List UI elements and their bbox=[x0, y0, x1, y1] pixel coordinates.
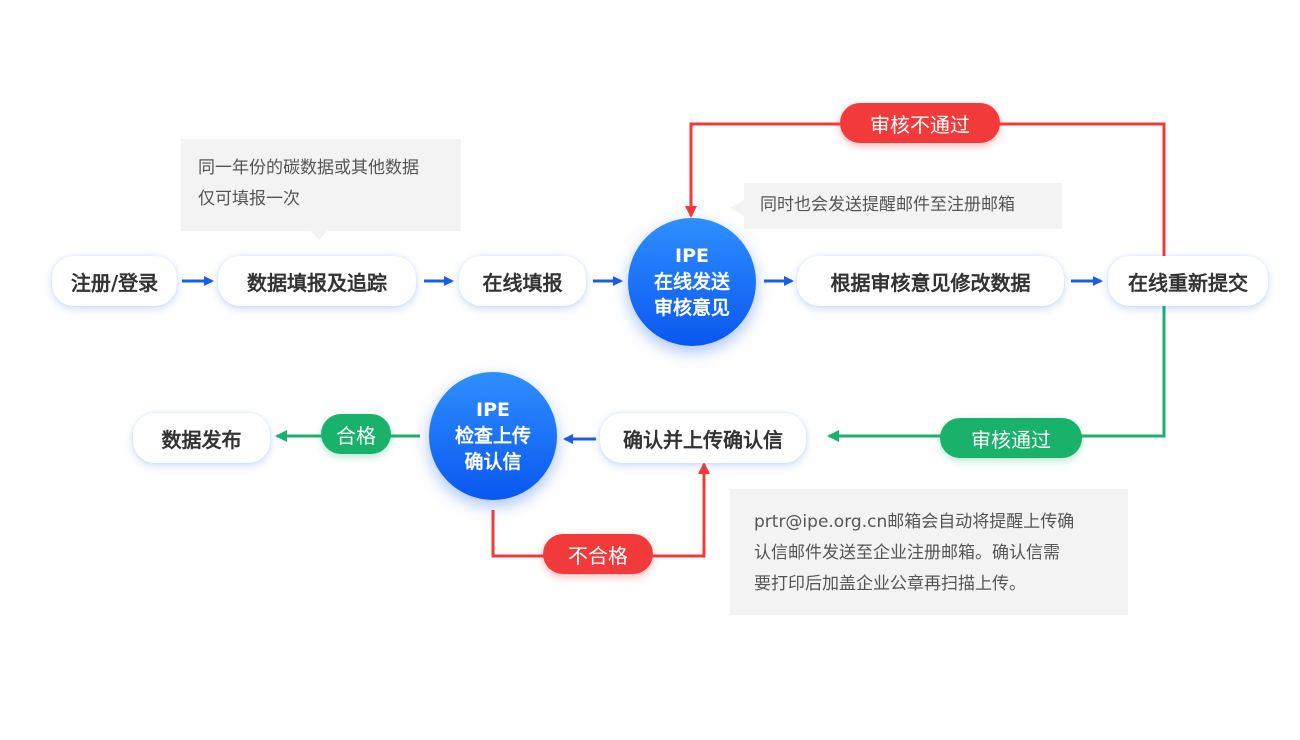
node-online-resubmit-label: 在线重新提交 bbox=[1128, 270, 1248, 295]
node-confirm-upload: 确认并上传确认信 bbox=[600, 413, 806, 463]
note-once-per-year-tail bbox=[311, 231, 327, 240]
circle-ipe-check: IPE 检查上传 确认信 bbox=[429, 372, 557, 500]
circle-ipe-review-line2: 在线发送 bbox=[653, 271, 730, 293]
circle-ipe-review: IPE 在线发送 审核意见 bbox=[628, 218, 756, 346]
note-email-reminder: 同时也会发送提醒邮件至注册邮箱 bbox=[744, 183, 1062, 229]
circle-ipe-check-line1: IPE bbox=[476, 399, 510, 421]
circle-ipe-review-line1: IPE bbox=[675, 245, 709, 267]
badge-review-fail-label: 审核不通过 bbox=[870, 112, 970, 137]
circle-ipe-check-line2: 检查上传 bbox=[454, 425, 531, 447]
node-confirm-upload-label: 确认并上传确认信 bbox=[623, 427, 783, 452]
node-data-publish-label: 数据发布 bbox=[161, 427, 242, 452]
note-confirm-letter: prtr@ipe.org.cn邮箱会自动将提醒上传确 认信邮件发送至企业注册邮箱… bbox=[730, 489, 1128, 615]
node-modify-data-label: 根据审核意见修改数据 bbox=[830, 270, 1031, 295]
note-once-per-year: 同一年份的碳数据或其他数据 仅可填报一次 bbox=[181, 139, 461, 231]
note-once-per-year-line2: 仅可填报一次 bbox=[198, 189, 300, 209]
note-confirm-letter-line2: 认信邮件发送至企业注册邮箱。确认信需 bbox=[754, 543, 1060, 563]
node-register-login-label: 注册/登录 bbox=[70, 270, 159, 295]
node-modify-data: 根据审核意见修改数据 bbox=[797, 256, 1064, 306]
badge-qualified-label: 合格 bbox=[336, 423, 376, 448]
approve-path-line bbox=[827, 306, 1166, 442]
node-online-resubmit: 在线重新提交 bbox=[1108, 256, 1268, 306]
node-data-fill-track: 数据填报及追踪 bbox=[218, 256, 416, 306]
note-once-per-year-line1: 同一年份的碳数据或其他数据 bbox=[198, 158, 419, 178]
circle-ipe-check-line3: 确认信 bbox=[464, 451, 522, 473]
note-email-reminder-tail bbox=[730, 200, 744, 216]
node-online-fill-label: 在线填报 bbox=[482, 270, 563, 295]
circle-ipe-review-line3: 审核意见 bbox=[653, 297, 730, 319]
badge-unqualified: 不合格 bbox=[543, 534, 653, 574]
note-email-reminder-text: 同时也会发送提醒邮件至注册邮箱 bbox=[760, 195, 1015, 215]
node-online-fill: 在线填报 bbox=[459, 256, 586, 306]
note-confirm-letter-line1: prtr@ipe.org.cn邮箱会自动将提醒上传确 bbox=[754, 512, 1075, 532]
note-confirm-letter-line3: 要打印后加盖企业公章再扫描上传。 bbox=[754, 574, 1026, 594]
badge-review-fail: 审核不通过 bbox=[840, 103, 1000, 143]
node-data-fill-track-label: 数据填报及追踪 bbox=[247, 270, 387, 295]
badge-qualified: 合格 bbox=[321, 414, 391, 454]
node-register-login: 注册/登录 bbox=[52, 256, 177, 306]
badge-review-pass: 审核通过 bbox=[940, 418, 1082, 458]
node-data-publish: 数据发布 bbox=[133, 413, 270, 463]
badge-review-pass-label: 审核通过 bbox=[971, 427, 1051, 452]
badge-unqualified-label: 不合格 bbox=[568, 543, 628, 568]
